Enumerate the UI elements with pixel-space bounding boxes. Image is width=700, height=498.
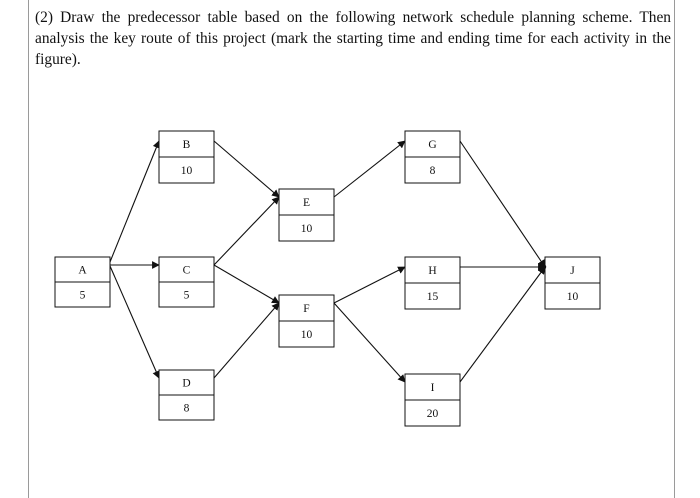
activity-node-h: H 15 [404,256,461,310]
activity-name-b: B [183,139,191,151]
arrow-f-to-i [333,302,406,383]
activity-duration-e: 10 [301,223,313,235]
activity-node-b: B 10 [158,130,215,184]
activity-duration-d: 8 [184,403,190,415]
activity-name-f: F [303,303,309,315]
activity-name-h: H [428,265,436,277]
activity-name-c: C [183,265,191,277]
arrow-c-to-e [213,196,280,266]
edges-layer [109,140,546,383]
activity-duration-i: 20 [427,408,439,420]
activity-name-i: I [431,382,435,394]
arrow-a-to-d [109,265,160,379]
arrow-i-to-j [459,266,546,383]
page-right-border [674,0,675,498]
arrow-a-to-b [109,140,160,263]
arrow-f-to-h [333,266,406,304]
activity-duration-g: 8 [430,165,436,177]
question-text: (2) Draw the predecessor table based on … [35,9,671,68]
arrow-c-to-f [213,264,280,304]
activity-name-j: J [570,265,575,277]
activity-node-e: E 10 [278,188,335,242]
activity-node-f: F 10 [278,294,335,348]
activity-node-a: A5 [54,256,111,308]
arrow-b-to-e [213,140,280,198]
activity-name-e: E [303,197,310,209]
arrow-e-to-g [333,140,406,198]
page-left-border [28,0,29,498]
activity-duration-f: 10 [301,329,313,341]
activity-node-g: G8 [404,130,461,184]
activity-node-i: I 20 [404,373,461,427]
activity-duration-j: 10 [567,291,579,303]
activity-node-c: C5 [158,256,215,308]
activity-name-a: A [78,265,87,277]
activity-node-d: D8 [158,369,215,421]
activity-duration-c: 5 [184,290,190,302]
activity-name-g: G [428,139,436,151]
arrow-g-to-j [459,140,546,268]
arrow-d-to-f [213,302,280,379]
activity-duration-b: 10 [181,165,193,177]
activity-duration-h: 15 [427,291,439,303]
junction-dot-j [539,263,547,271]
activity-name-d: D [182,378,190,390]
activity-node-j: J 10 [544,256,601,310]
activity-duration-a: 5 [80,290,86,302]
